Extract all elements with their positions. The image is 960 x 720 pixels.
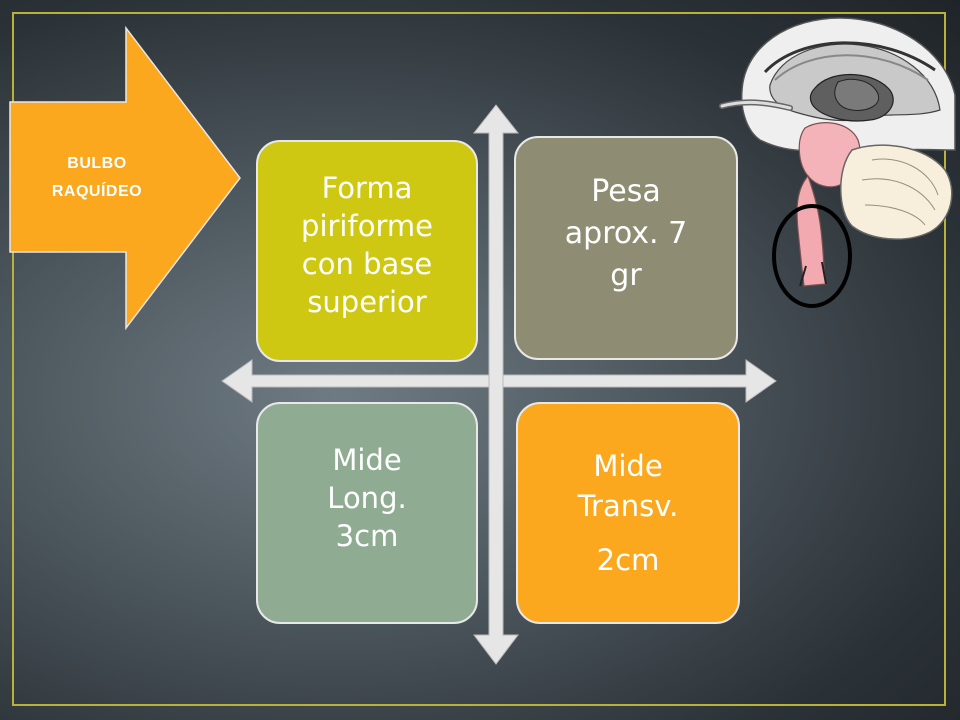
quadrant-text: Mide Long. 3cm [327, 441, 406, 555]
quadrant-line: 3cm [335, 519, 399, 553]
quadrant-text: Forma piriforme con base superior [301, 169, 433, 321]
quadrant-line: Long. [327, 481, 407, 515]
quadrant-line: Transv. [577, 489, 679, 523]
quadrant-line: Forma [321, 171, 413, 205]
banner-line-1: BULBO [67, 155, 127, 172]
vertical-arrow [472, 104, 520, 665]
quadrant-line: Mide [332, 443, 402, 477]
quadrant-width: Mide Transv. 2cm [516, 402, 740, 624]
banner-title: BULBO RAQUÍDEO [22, 150, 172, 206]
quadrant-line: superior [307, 285, 427, 319]
quadrant-shape: Forma piriforme con base superior [256, 140, 478, 362]
quadrant-line: aprox. 7 [564, 216, 688, 251]
quadrant-length: Mide Long. 3cm [256, 402, 478, 624]
quadrant-text: Pesa aprox. 7 gr [565, 171, 687, 297]
slide-frame [12, 12, 946, 706]
quadrant-line: gr [610, 258, 642, 293]
quadrant-line: con base [301, 247, 433, 281]
quadrant-line: Pesa [591, 174, 661, 209]
quadrant-weight: Pesa aprox. 7 gr [514, 136, 738, 360]
quadrant-line: piriforme [301, 209, 433, 243]
quadrant-value: 2cm [596, 543, 660, 577]
banner-line-2: RAQUÍDEO [51, 183, 143, 200]
quadrant-text: Mide Transv. [578, 446, 679, 526]
quadrant-line: Mide [593, 449, 663, 483]
